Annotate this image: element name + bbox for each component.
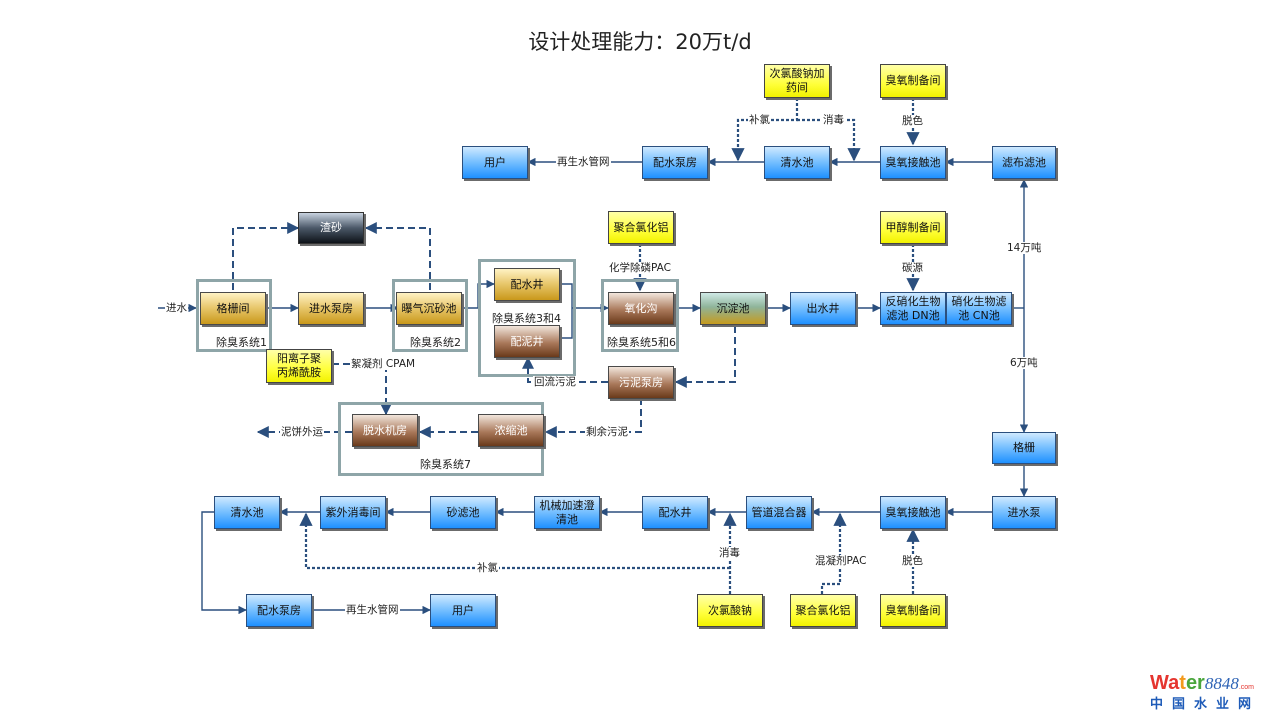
- logo-brand-num: 8848: [1204, 674, 1239, 693]
- label-decolor-top: 脱色: [901, 115, 924, 127]
- node-intake-pump-low[interactable]: 进水泵: [992, 496, 1056, 529]
- label-chlorine-low: 补氯: [476, 562, 499, 574]
- dashed-line: [522, 356, 608, 383]
- label-chem-p-removal: 化学除磷PAC: [608, 262, 672, 274]
- node-dewatering-room[interactable]: 脱水机房: [352, 414, 418, 447]
- label-coagulant: 混凝剂PAC: [814, 555, 868, 567]
- flow-line: [201, 511, 247, 615]
- node-oxidation-ditch[interactable]: 氧化沟: [608, 292, 674, 325]
- node-sedimentation-tank[interactable]: 沉淀池: [700, 292, 766, 325]
- node-aerated-grit-chamber[interactable]: 曝气沉砂池: [396, 292, 462, 325]
- node-thickener[interactable]: 浓缩池: [478, 414, 544, 447]
- node-outlet-well[interactable]: 出水井: [790, 292, 856, 325]
- node-naclo-dosing-room[interactable]: 次氯酸钠加药间: [764, 64, 830, 98]
- label-reclaimed-network-low: 再生水管网: [345, 604, 400, 616]
- label-inflow: 进水: [165, 302, 188, 314]
- label-cake-out: 泥饼外运: [280, 426, 324, 438]
- deodor-label-2: 除臭系统2: [410, 336, 461, 349]
- label-excess-sludge: 剩余污泥: [585, 426, 629, 438]
- label-disinfect-low: 消毒: [718, 547, 741, 559]
- node-pac-low[interactable]: 聚合氯化铝: [790, 594, 856, 627]
- dashed-line: [232, 222, 300, 290]
- logo-brand-com: .com: [1238, 684, 1255, 691]
- node-ozone-prep-low[interactable]: 臭氧制备间: [880, 594, 946, 627]
- dashed-line: [674, 326, 736, 388]
- deodor-label-34: 除臭系统3和4: [492, 312, 561, 325]
- dashed-line: [820, 512, 847, 594]
- label-flow-6: 6万吨: [1009, 357, 1039, 369]
- node-sludge-pump-room[interactable]: 污泥泵房: [608, 366, 674, 399]
- node-user-low[interactable]: 用户: [430, 594, 496, 627]
- label-chlorine-top: 补氯: [748, 114, 771, 126]
- deodor-frame-2: [392, 279, 468, 352]
- logo-brand-cn: 中国水业网: [1150, 697, 1261, 712]
- node-methanol-room[interactable]: 甲醇制备间: [880, 211, 946, 244]
- node-grit[interactable]: 渣砂: [298, 212, 364, 244]
- node-clear-well-top[interactable]: 清水池: [764, 146, 830, 179]
- deodor-frame-1: [196, 279, 272, 352]
- node-screen-low[interactable]: 格栅: [992, 432, 1056, 464]
- node-pump-room-low[interactable]: 配水泵房: [246, 594, 312, 627]
- label-reclaimed-network-top: 再生水管网: [556, 156, 611, 168]
- diagram-title: 设计处理能力：20万t/d: [528, 30, 752, 54]
- node-cpam[interactable]: 阳离子聚丙烯酰胺: [266, 349, 332, 383]
- flow-line: [560, 283, 573, 339]
- logo-brand-b: t: [1179, 672, 1186, 694]
- node-uv-room[interactable]: 紫外消毒间: [320, 496, 386, 529]
- node-distribution-well[interactable]: 配水井: [494, 268, 560, 301]
- label-disinfect-top: 消毒: [822, 114, 845, 126]
- label-carbon-source: 碳源: [901, 262, 924, 274]
- node-ozone-prep-top[interactable]: 臭氧制备间: [880, 64, 946, 98]
- node-sludge-distribution-well[interactable]: 配泥井: [494, 325, 560, 358]
- deodor-label-56: 除臭系统5和6: [607, 336, 676, 349]
- node-naclo-low[interactable]: 次氯酸钠: [697, 594, 763, 627]
- node-dn-filter[interactable]: 反硝化生物滤池 DN池: [880, 292, 946, 325]
- deodor-label-7: 除臭系统7: [420, 458, 471, 471]
- node-pump-room-top[interactable]: 配水泵房: [642, 146, 708, 179]
- node-distribution-well-low[interactable]: 配水井: [642, 496, 708, 529]
- node-clear-well-low[interactable]: 清水池: [214, 496, 280, 529]
- node-ozone-contact-top[interactable]: 臭氧接触池: [880, 146, 946, 179]
- water8848-logo[interactable]: Water8848.com 中国水业网: [1150, 672, 1275, 712]
- deodor-label-1: 除臭系统1: [216, 336, 267, 349]
- label-return-sludge: 回流污泥: [533, 376, 577, 388]
- dashed-line: [299, 512, 730, 570]
- dashed-line: [364, 222, 431, 290]
- label-flow-14: 14万吨: [1006, 242, 1043, 254]
- label-flocculant: 絮凝剂 CPAM: [350, 358, 417, 370]
- node-cn-filter[interactable]: 硝化生物滤池 CN池: [946, 292, 1012, 325]
- label-decolor-low: 脱色: [901, 555, 924, 567]
- node-ozone-contact-low[interactable]: 臭氧接触池: [880, 496, 946, 529]
- dashed-line: [797, 118, 861, 162]
- dashed-line: [544, 398, 642, 438]
- node-sand-filter[interactable]: 砂滤池: [430, 496, 496, 529]
- node-user-top[interactable]: 用户: [462, 146, 528, 179]
- logo-brand-c: er: [1185, 672, 1205, 694]
- node-pac-mid[interactable]: 聚合氯化铝: [608, 211, 674, 244]
- node-pipe-mixer[interactable]: 管道混合器: [746, 496, 812, 529]
- node-screen-room[interactable]: 格栅间: [200, 292, 266, 325]
- deodor-frame-34: [478, 259, 576, 377]
- node-influent-pump-room[interactable]: 进水泵房: [298, 292, 364, 325]
- deodor-frame-56: [601, 279, 679, 352]
- logo-brand-a: Wa: [1150, 672, 1180, 694]
- node-clarifier[interactable]: 机械加速澄清池: [534, 496, 600, 529]
- node-cloth-filter[interactable]: 滤布滤池: [992, 146, 1056, 179]
